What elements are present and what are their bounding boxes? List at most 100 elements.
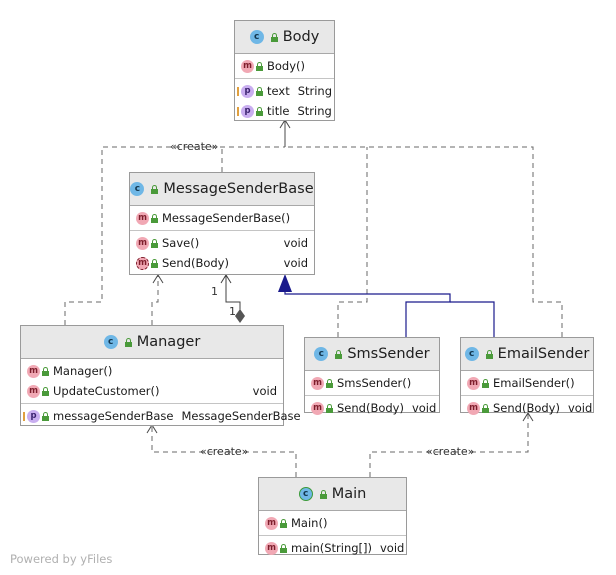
member-name: title: [267, 104, 290, 118]
lock-icon: [256, 61, 263, 71]
member-type: void: [252, 384, 277, 398]
member-row[interactable]: m Save() void: [130, 233, 314, 253]
lock-icon: [319, 489, 327, 499]
member-name: SmsSender(): [337, 376, 412, 390]
create-edge-sms-body: [337, 147, 368, 337]
member-row[interactable]: m SmsSender(): [305, 373, 439, 393]
abstract-method-icon: m: [136, 256, 149, 270]
member-row[interactable]: p title String: [235, 101, 334, 121]
lock-icon: [151, 184, 159, 194]
class-name: EmailSender: [497, 346, 590, 362]
member-name: Main(): [291, 516, 328, 530]
abstract-class-icon: c: [130, 182, 145, 196]
class-sms-sender[interactable]: c SmsSender m SmsSender() m Send(Body) v…: [304, 337, 440, 415]
member-row[interactable]: m Send(Body) void: [305, 398, 439, 418]
lock-icon: [256, 106, 263, 116]
member-type: void: [380, 541, 405, 555]
class-manager[interactable]: c Manager m Manager() m UpdateCustomer()…: [20, 325, 301, 426]
main-class-icon: c: [298, 487, 313, 501]
member-type: void: [283, 236, 308, 250]
member-type: String: [297, 104, 332, 118]
class-header: c Manager: [21, 326, 283, 359]
open-arrowhead-base-usage: [152, 274, 164, 284]
class-email-sender[interactable]: c EmailSender m EmailSender() m Send(Bod…: [460, 337, 594, 415]
member-name: EmailSender(): [493, 376, 575, 390]
class-name: SmsSender: [347, 346, 430, 362]
methods-section: m Manager() m UpdateCustomer() void: [21, 359, 283, 404]
method-icon: m: [136, 211, 149, 225]
method-icon: m: [467, 376, 480, 390]
create-label-manager: «create»: [200, 445, 249, 458]
lock-icon: [280, 543, 287, 553]
lock-icon: [482, 378, 489, 388]
member-type: void: [283, 256, 308, 270]
class-header: c Main: [259, 478, 406, 511]
constructors-section: m MessageSenderBase(): [130, 206, 314, 231]
class-name: MessageSenderBase: [163, 181, 314, 197]
multiplicity-label-manager: 1: [229, 305, 236, 318]
class-body[interactable]: c Body m Body() p text String p title St…: [234, 20, 335, 121]
lock-icon: [326, 378, 333, 388]
member-row[interactable]: m Send(Body) void: [461, 398, 593, 418]
static-method-icon: m: [265, 541, 278, 555]
property-icon: p: [237, 104, 254, 118]
method-icon: m: [241, 59, 254, 73]
property-icon: p: [237, 84, 254, 98]
lock-icon: [42, 366, 49, 376]
member-type: MessageSenderBase: [181, 409, 301, 423]
create-edge-email-body: [285, 146, 563, 337]
member-row[interactable]: m main(String[]) void: [259, 538, 406, 558]
properties-section: p text String p title String: [235, 79, 334, 123]
lock-icon: [256, 86, 263, 96]
method-icon: m: [265, 516, 278, 530]
composition-diamond: [235, 309, 245, 323]
class-name: Main: [331, 486, 367, 502]
class-icon: c: [249, 30, 264, 44]
create-label-email: «create»: [426, 445, 475, 458]
member-row[interactable]: p messageSenderBase MessageSenderBase: [21, 406, 301, 426]
member-row[interactable]: m Main(): [259, 513, 406, 533]
aggregation-edge: [225, 275, 241, 312]
lock-icon: [151, 258, 158, 268]
member-row[interactable]: m Manager(): [21, 361, 283, 381]
member-name: Send(Body): [493, 401, 560, 415]
member-name: text: [267, 84, 290, 98]
lock-icon: [482, 403, 489, 413]
method-icon: m: [311, 376, 324, 390]
member-type: void: [411, 401, 437, 415]
usage-edge-manager-base: [151, 275, 159, 325]
lock-icon: [151, 213, 158, 223]
property-icon: p: [23, 409, 40, 423]
lock-icon: [270, 32, 278, 42]
constructors-section: m Body(): [235, 54, 334, 79]
member-name: Send(Body): [337, 401, 404, 415]
class-message-sender-base[interactable]: c MessageSenderBase m MessageSenderBase(…: [129, 172, 315, 275]
lock-icon: [42, 411, 49, 421]
member-row[interactable]: p text String: [235, 81, 334, 101]
member-name: Send(Body): [162, 256, 229, 270]
member-row[interactable]: m UpdateCustomer() void: [21, 381, 283, 401]
lock-icon: [151, 238, 158, 248]
class-header: c EmailSender: [461, 338, 593, 371]
member-row[interactable]: m Body(): [235, 56, 334, 76]
member-row[interactable]: m MessageSenderBase(): [130, 208, 314, 228]
method-icon: m: [467, 401, 480, 415]
create-label-top: «create»: [170, 140, 219, 153]
open-arrowhead-email: [522, 412, 534, 422]
lock-icon: [124, 337, 132, 347]
multiplicity-label-base: 1: [211, 285, 218, 298]
member-row[interactable]: m EmailSender(): [461, 373, 593, 393]
member-name: messageSenderBase: [53, 409, 174, 423]
member-row[interactable]: m Send(Body) void: [130, 253, 314, 273]
class-name: Body: [282, 29, 320, 45]
class-icon: c: [464, 347, 479, 361]
member-name: UpdateCustomer(): [53, 384, 160, 398]
lock-icon: [280, 518, 287, 528]
class-header: c SmsSender: [305, 338, 439, 371]
lock-icon: [335, 349, 343, 359]
class-main[interactable]: c Main m Main() m main(String[]) void: [258, 477, 407, 555]
methods-section: m Save() void m Send(Body) void: [130, 231, 314, 275]
method-icon: m: [136, 236, 149, 250]
